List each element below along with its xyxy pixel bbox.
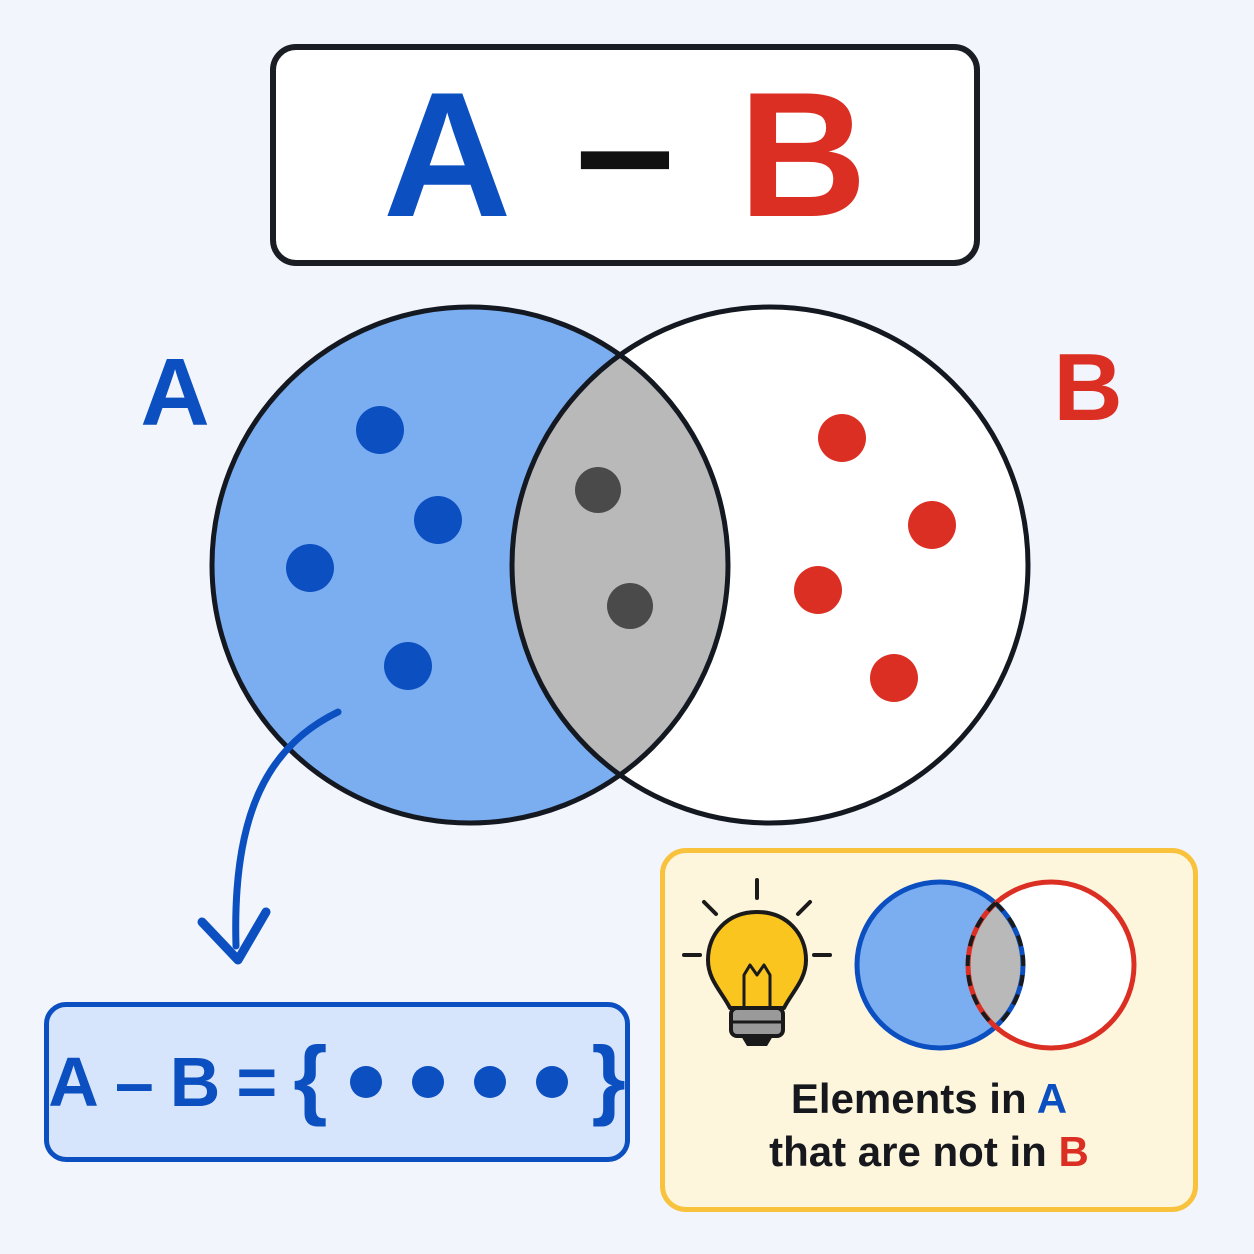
intersection-element: [575, 467, 621, 513]
set-a-only-element: [356, 406, 404, 454]
tip-line-1: Elements in A: [660, 1072, 1198, 1125]
title-set-b: B: [738, 55, 868, 254]
set-a-only-element: [414, 496, 462, 544]
set-b-outline: [509, 304, 1031, 826]
set-b-only-element: [870, 654, 918, 702]
formula-close-brace: }: [591, 1028, 626, 1127]
set-a-only-element: [384, 642, 432, 690]
set-a-outline: [209, 304, 731, 826]
formula-element-dot: [474, 1066, 507, 1098]
set-b-only-element: [908, 501, 956, 549]
result-formula: A – B = { }: [44, 1002, 630, 1162]
tip-line-2-text: that are not in: [769, 1128, 1059, 1175]
venn-elements: [286, 406, 956, 702]
formula-minus: –: [114, 1043, 154, 1121]
set-b-label: B: [1053, 334, 1122, 441]
formula-element-dot: [350, 1066, 383, 1098]
tip-line-1-text: Elements in: [790, 1075, 1037, 1122]
set-a-label: A: [140, 339, 209, 446]
result-formula-box: [44, 1002, 630, 1162]
title-minus-operator: –: [575, 47, 675, 246]
formula-equals: =: [236, 1043, 278, 1121]
tip-text: Elements in A that are not in B: [660, 1072, 1198, 1178]
formula-element-dot: [536, 1066, 569, 1098]
title-set-a: A: [382, 55, 512, 254]
title: A – B: [270, 44, 980, 266]
tip-highlight-b: B: [1058, 1128, 1089, 1175]
formula-element-dot: [412, 1066, 445, 1098]
intersection-element: [607, 583, 653, 629]
set-b-only-element: [818, 414, 866, 462]
curved-arrow-icon: [232, 708, 342, 950]
tip-line-2: that are not in B: [660, 1125, 1198, 1178]
formula-set-a: A: [48, 1043, 99, 1121]
formula-open-brace: {: [293, 1028, 328, 1127]
tip-highlight-a: A: [1036, 1075, 1068, 1122]
formula-set-b: B: [169, 1043, 221, 1121]
title-box: [270, 44, 980, 266]
formula-elements: [335, 1066, 583, 1098]
arrow-head-icon: [197, 907, 271, 965]
set-b-only-element: [794, 566, 842, 614]
set-a-only-element: [286, 544, 334, 592]
intersection-region: [512, 307, 728, 823]
